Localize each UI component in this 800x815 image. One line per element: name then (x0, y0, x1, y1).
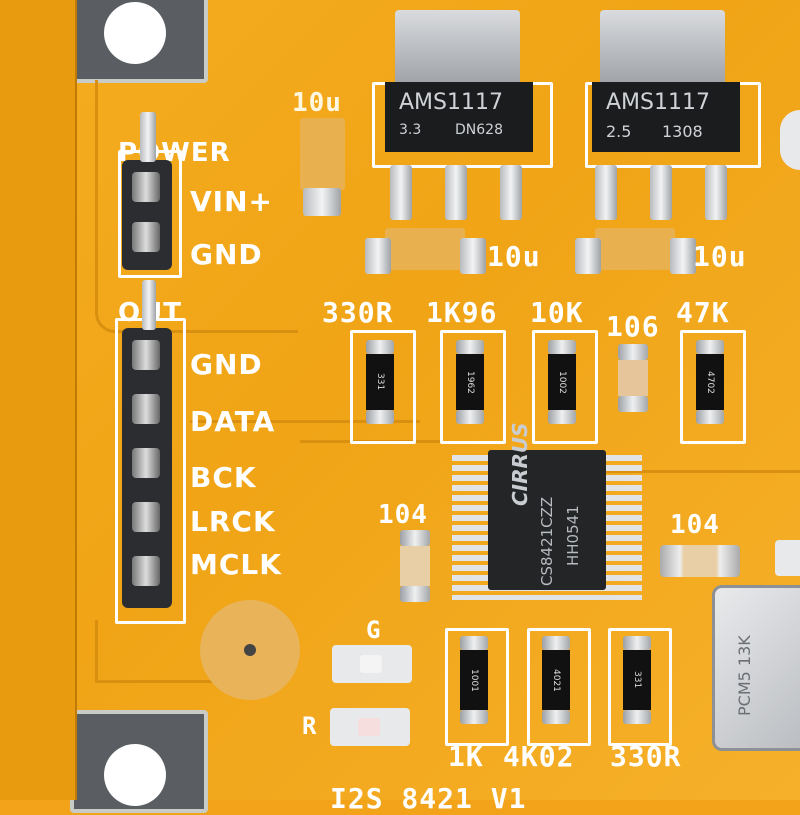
test-pad (200, 600, 300, 700)
chip-lot: HH0541 (564, 505, 582, 566)
regulator-part: AMS1117 (399, 90, 503, 115)
regulator-leg (650, 165, 672, 220)
board-edge (0, 0, 75, 800)
resistor-label: 330R (322, 296, 394, 329)
cirrus-cs8421-chip: CIRRUS CS8421CZZ HH0541 (488, 422, 606, 590)
regulator-leg (390, 165, 412, 220)
resistor-330r: 331 (366, 340, 394, 424)
bottom-resistor-label: 1K (448, 740, 484, 773)
resistor-47k: 4702 (696, 340, 724, 424)
regulator-ams1117-2v5: AMS1117 2.5 1308 (592, 82, 740, 152)
resistor-outline (532, 330, 598, 444)
led-red-label: R (302, 712, 318, 740)
regulator-voltage: 2.5 (606, 122, 632, 141)
resistor-outline (608, 628, 672, 746)
capacitor-pad (670, 238, 696, 274)
trace (600, 470, 800, 475)
header-pin (132, 448, 160, 478)
resistor-4k02: 4021 (542, 636, 570, 726)
resistor-10k: 1002 (548, 340, 576, 424)
regulator-tab (600, 10, 725, 90)
header-pin (132, 556, 160, 586)
resistor-1k96: 1962 (456, 340, 484, 424)
tantalum-capacitor (385, 228, 465, 270)
tantalum-capacitor (300, 118, 345, 190)
regulator-ams1117-3v3: AMS1117 3.3 DN628 (385, 82, 533, 152)
cap-104-left-label: 104 (378, 500, 428, 530)
resistor-outline (350, 330, 416, 444)
resistor-outline (445, 628, 509, 746)
capacitor-104 (400, 530, 430, 606)
resistor-outline (680, 330, 746, 444)
bottom-resistor-label: 4K02 (503, 740, 575, 773)
cap-right-bottom-label: 10u (693, 240, 747, 273)
capacitor-pad (303, 188, 341, 216)
regulator-leg (445, 165, 467, 220)
mounting-hole-top-left (70, 0, 208, 83)
power-gnd-label: GND (190, 238, 263, 271)
header-pin (132, 222, 160, 252)
header-pin (132, 502, 160, 532)
capacitor-pad (365, 238, 391, 274)
capacitor-pad (575, 238, 601, 274)
regulator-code: DN628 (455, 122, 503, 138)
resistor-1k: 1001 (460, 636, 488, 726)
bottom-board-text: I2S 8421 V1 (330, 782, 527, 815)
led-green-label: G (366, 616, 382, 644)
mounting-hole-bottom-left (70, 710, 208, 813)
mclk-label: MCLK (190, 548, 282, 581)
resistor-label: 10K (530, 296, 584, 329)
chip-brand: CIRRUS (508, 422, 532, 506)
resistor-outline (440, 330, 506, 444)
lrck-label: LRCK (190, 505, 276, 538)
header-pin (132, 340, 160, 370)
regulator-leg (705, 165, 727, 220)
capacitor-106 (618, 344, 648, 416)
header-pin-stub (140, 112, 156, 162)
vin-plus-label: VIN+ (190, 185, 273, 218)
cap-104-right-label: 104 (670, 510, 720, 540)
header-pin (132, 394, 160, 424)
capacitor-pad (460, 238, 486, 274)
crystal-marking: PCM5 13K (735, 635, 754, 716)
tantalum-capacitor (595, 228, 675, 270)
green-led (332, 645, 412, 683)
regulator-leg (500, 165, 522, 220)
trace (95, 80, 298, 333)
power-header (122, 160, 172, 270)
regulator-voltage: 3.3 (399, 122, 422, 138)
regulator-code: 1308 (662, 122, 703, 141)
resistor-label: 106 (606, 310, 660, 343)
header-pin-stub (142, 280, 156, 330)
right-edge-component (775, 540, 800, 576)
capacitor-104-horizontal (660, 545, 740, 577)
resistor-label: 1K96 (426, 296, 498, 329)
trace (190, 420, 420, 473)
cap-left-bottom-label: 10u (487, 240, 541, 273)
resistor-330r-bottom: 331 (623, 636, 651, 726)
resistor-outline (527, 628, 591, 746)
cap-top-label: 10u (292, 88, 342, 118)
regulator-leg (595, 165, 617, 220)
resistor-label: 47K (676, 296, 730, 329)
chip-part: CS8421CZZ (538, 496, 556, 586)
bck-label: BCK (190, 461, 257, 494)
bottom-resistor-label: 330R (610, 740, 682, 773)
trace (95, 620, 218, 683)
header-pin (132, 172, 160, 202)
red-led (330, 708, 410, 746)
regulator-part: AMS1117 (606, 90, 710, 115)
edge-line (75, 0, 77, 800)
right-edge-component (780, 110, 800, 170)
regulator-tab (395, 10, 520, 90)
crystal-oscillator: PCM5 13K (712, 585, 800, 751)
out-gnd-label: GND (190, 348, 263, 381)
data-label: DATA (190, 405, 276, 438)
out-header (122, 328, 172, 608)
